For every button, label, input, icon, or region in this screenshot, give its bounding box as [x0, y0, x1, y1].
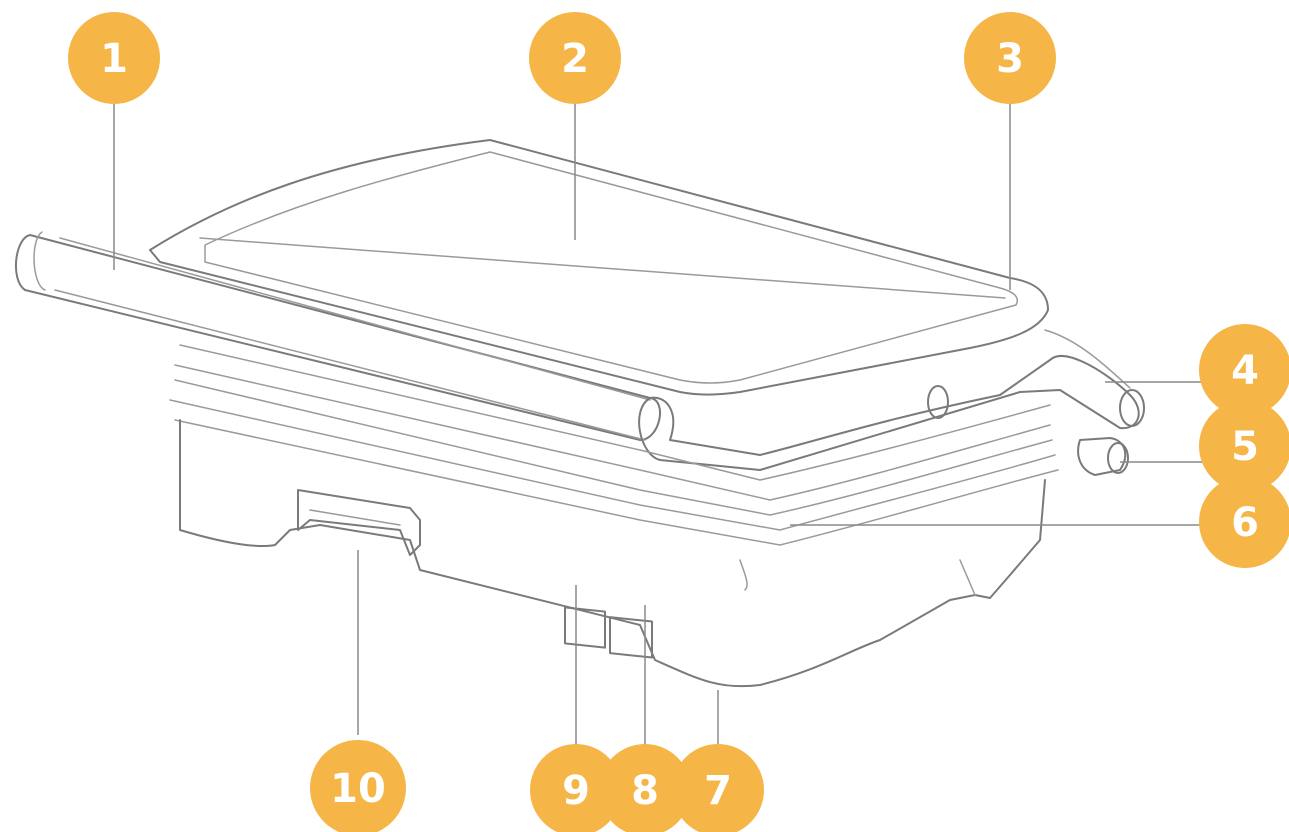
callout-badge-circle: [599, 744, 691, 832]
callout-badge-circle: [68, 12, 160, 104]
callout-number: 3: [996, 36, 1024, 82]
indicator-lights: [564, 606, 653, 659]
callout-6: 6: [1199, 476, 1289, 568]
callout-badge-circle: [672, 744, 764, 832]
callout-10: 10: [310, 740, 406, 832]
callout-8: 8: [599, 744, 691, 832]
front-handle: [14, 231, 661, 441]
callout-badges: 1 2 3 4 5 6 789 10: [68, 12, 1289, 832]
hinge-ridges: [169, 344, 1059, 546]
base-housing: [179, 419, 1046, 688]
callout-3: 3: [964, 12, 1056, 104]
callout-number: 7: [704, 768, 732, 814]
callout-7: 7: [672, 744, 764, 832]
callout-number: 2: [561, 36, 589, 82]
callout-1: 1: [68, 12, 160, 104]
callout-number: 1: [100, 36, 128, 82]
callout-5: 5: [1199, 400, 1289, 492]
callout-number: 6: [1231, 500, 1259, 546]
callout-9: 9: [530, 744, 622, 832]
callout-number: 8: [631, 768, 659, 814]
callout-number: 5: [1231, 424, 1259, 470]
callout-badge-circle: [310, 740, 406, 832]
rear-knob: [1077, 437, 1129, 476]
callout-number: 10: [330, 766, 386, 812]
callout-badge-circle: [1199, 476, 1289, 568]
callout-number: 4: [1231, 348, 1259, 394]
drip-tray: [297, 489, 421, 556]
callout-2: 2: [529, 12, 621, 104]
callout-badge-circle: [529, 12, 621, 104]
callout-badge-circle: [1199, 324, 1289, 416]
callout-badge-circle: [1199, 400, 1289, 492]
side-handle: [638, 329, 1145, 471]
callout-number: 9: [562, 768, 590, 814]
callout-badge-circle: [530, 744, 622, 832]
leader-lines: [113, 100, 1210, 750]
callout-badge-circle: [964, 12, 1056, 104]
callout-4: 4: [1199, 324, 1289, 416]
lid: [149, 139, 1049, 396]
